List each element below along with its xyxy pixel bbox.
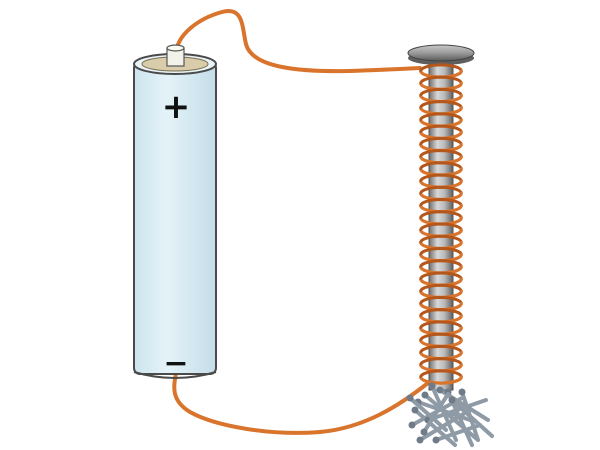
coil-winding-back bbox=[419, 308, 463, 318]
coil-winding-back bbox=[419, 173, 463, 183]
coil-winding-back bbox=[419, 271, 463, 281]
small-nail bbox=[423, 393, 480, 442]
coil-winding-back bbox=[419, 247, 463, 257]
coil-winding-back bbox=[419, 234, 463, 245]
small-nail-head bbox=[432, 436, 440, 444]
coil-winding-back bbox=[419, 198, 463, 208]
coil-winding-back bbox=[419, 63, 463, 73]
small-nail bbox=[413, 408, 457, 447]
battery-icon: + − bbox=[133, 44, 217, 381]
coil-winding-back bbox=[419, 357, 463, 367]
small-nail bbox=[422, 392, 450, 434]
small-nail-head bbox=[421, 391, 429, 399]
coil-winding-back bbox=[419, 320, 463, 330]
coil-winding-back bbox=[419, 100, 463, 110]
coil-winding-back bbox=[419, 222, 463, 232]
bottom-wire bbox=[172, 371, 430, 435]
coil-winding-back bbox=[419, 124, 463, 134]
coil-winding-back bbox=[419, 332, 463, 343]
nails-pile-icon bbox=[406, 382, 494, 447]
coil-winding-back bbox=[419, 210, 463, 220]
small-nail-head bbox=[408, 421, 416, 429]
small-nail bbox=[418, 408, 472, 442]
small-nail-head bbox=[420, 428, 428, 436]
positive-terminal-label: + bbox=[162, 87, 191, 127]
small-nail-head bbox=[416, 436, 424, 444]
top-wire bbox=[174, 9, 422, 74]
coil-winding-back bbox=[419, 259, 463, 269]
coil-winding-back bbox=[419, 283, 463, 294]
small-nail-head bbox=[448, 396, 456, 404]
small-nail-head bbox=[436, 386, 444, 394]
coil-winding-back bbox=[419, 112, 463, 122]
coil-winding-back bbox=[419, 75, 463, 85]
coil-winding-back bbox=[419, 185, 463, 196]
small-nail-head bbox=[458, 388, 466, 396]
coil-winding-back bbox=[419, 149, 463, 159]
iron-nail-icon bbox=[407, 44, 475, 391]
small-nail bbox=[408, 396, 448, 432]
coil-winding-back bbox=[419, 87, 463, 98]
small-nail-head bbox=[411, 406, 419, 414]
copper-coil-icon bbox=[419, 63, 463, 385]
coil-winding-back bbox=[419, 136, 463, 147]
coil-winding-front bbox=[419, 375, 463, 385]
small-nail-head bbox=[406, 394, 414, 402]
negative-terminal-label: − bbox=[163, 346, 188, 381]
coil-winding-back bbox=[419, 295, 463, 306]
small-nail bbox=[460, 390, 480, 442]
coil-winding-back bbox=[419, 344, 463, 355]
coil-winding-back bbox=[419, 161, 463, 171]
nail-head bbox=[407, 44, 475, 62]
small-nail bbox=[426, 398, 488, 422]
small-nail-head bbox=[428, 382, 436, 390]
coil-winding-back bbox=[419, 369, 463, 379]
